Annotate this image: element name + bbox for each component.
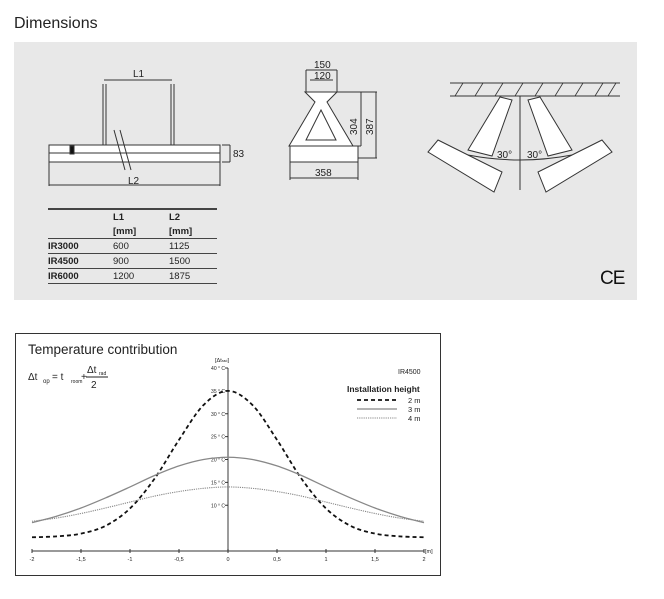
y-tick-label: 25 ° C	[211, 435, 225, 441]
l2-cell: 1875	[169, 268, 217, 284]
x-tick-label: 1	[324, 557, 327, 563]
x-tick-label: 0	[226, 557, 229, 563]
width-150-label: 150	[314, 60, 331, 71]
tilted-view-drawing	[427, 82, 620, 193]
formula-num: Δt	[87, 365, 97, 376]
model-label: IR4500	[398, 369, 421, 376]
height-304-label: 304	[349, 118, 360, 135]
formula-room-sub: room	[71, 379, 82, 385]
series-line-2m	[31, 389, 425, 539]
model-cell: IR3000	[48, 238, 113, 254]
y-tick-label: 40 ° C	[211, 366, 225, 372]
width-120-label: 120	[314, 71, 331, 82]
x-tick-label: 2	[422, 557, 425, 563]
x-axis-label: [m]	[425, 549, 433, 555]
page-title: Dimensions	[14, 15, 98, 32]
legend-label: 4 m	[408, 414, 421, 423]
height-83-label: 83	[233, 149, 245, 160]
ce-mark: CE	[600, 268, 625, 289]
legend-title: Installation height	[347, 384, 420, 394]
l1-cell: 1200	[113, 268, 169, 284]
angle-right-label: 30°	[527, 150, 542, 161]
formula-den: 2	[91, 380, 97, 391]
x-tick-label: 1,5	[371, 557, 379, 563]
x-tick-label: 0,5	[273, 557, 281, 563]
x-tick-label: -0,5	[174, 557, 183, 563]
formula-lhs: Δt	[28, 372, 38, 383]
l1-cell: 900	[113, 253, 169, 269]
model-cell: IR4500	[48, 253, 113, 269]
x-tick-label: -1	[128, 557, 133, 563]
formula-lhs-sub: op	[43, 379, 50, 385]
legend-label: 2 m	[408, 396, 421, 405]
y-tick-label: 20 ° C	[211, 458, 225, 464]
x-tick-label: -1,5	[76, 557, 85, 563]
l1-label: L1	[133, 69, 145, 80]
chart-title: Temperature contribution	[28, 342, 177, 357]
chart-frame	[15, 333, 441, 576]
formula-num-sub: rad	[99, 371, 106, 377]
l1-cell: 600	[113, 238, 169, 254]
y-axis-label: [Δtrad]	[215, 358, 230, 364]
formula: Δt op = t room + Δt rad 2	[28, 365, 108, 391]
front-view-drawing	[48, 79, 231, 186]
y-tick-label: 10 ° C	[211, 503, 225, 509]
legend-label: 3 m	[408, 405, 421, 414]
y-tick-label: 30 ° C	[211, 412, 225, 418]
formula-plus: +	[81, 372, 87, 383]
l2-cell: 1500	[169, 253, 217, 269]
header-l1: L1	[113, 208, 169, 224]
width-358-label: 358	[315, 168, 332, 179]
formula-eq: = t	[52, 372, 64, 383]
height-387-label: 387	[365, 118, 376, 135]
y-tick-label: 35 ° C	[211, 389, 225, 395]
header-l2-unit: [mm]	[169, 225, 193, 237]
l2-cell: 1125	[169, 238, 217, 254]
angle-left-label: 30°	[497, 150, 512, 161]
header-l1-unit: [mm]	[113, 225, 137, 237]
side-view-drawing	[288, 69, 377, 180]
x-tick-label: -2	[30, 557, 35, 563]
y-tick-label: 15 ° C	[211, 480, 225, 486]
series-line-3m	[31, 456, 425, 524]
header-l2: L2	[169, 208, 217, 224]
model-cell: IR6000	[48, 268, 113, 284]
l2-label: L2	[128, 176, 140, 187]
